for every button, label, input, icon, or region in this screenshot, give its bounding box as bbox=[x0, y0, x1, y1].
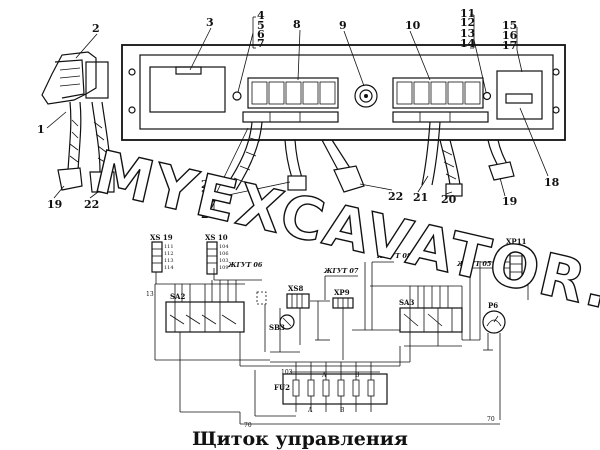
label-harness-08: ЖГУТ 08 bbox=[376, 252, 412, 260]
label-xp9: XP9 bbox=[334, 288, 350, 297]
label-xs19: XS 19 bbox=[150, 233, 173, 242]
label-sa2: SA2 bbox=[170, 292, 185, 301]
callout-17: 17 bbox=[502, 39, 517, 52]
callout-13: 13 bbox=[460, 27, 475, 40]
callout-8: 8 bbox=[293, 18, 301, 31]
svg-text:104: 104 bbox=[219, 244, 229, 250]
svg-text:106: 106 bbox=[219, 251, 229, 257]
wire-103: 103 bbox=[281, 369, 293, 376]
wire-13: 13 bbox=[146, 291, 154, 298]
wire-70-left: 70 bbox=[244, 422, 252, 429]
callout-28: 28 bbox=[201, 208, 217, 221]
svg-text:113: 113 bbox=[164, 258, 174, 264]
label-xs10: XS 10 bbox=[205, 233, 228, 242]
svg-text:114: 114 bbox=[164, 265, 174, 271]
callout-18: 18 bbox=[544, 176, 560, 189]
callout-9: 9 bbox=[339, 19, 347, 32]
panel-cables bbox=[225, 121, 515, 197]
wire-b-top: B bbox=[355, 372, 360, 379]
svg-text:103: 103 bbox=[219, 258, 229, 264]
callout-19-left: 19 bbox=[47, 198, 62, 211]
callout-4: 4 bbox=[257, 9, 265, 22]
label-sb3: SB3 bbox=[269, 323, 285, 332]
callout-26: 26 bbox=[201, 188, 217, 201]
wire-a-top: A bbox=[321, 372, 327, 379]
label-harness-06: ЖГУТ 06 bbox=[227, 261, 263, 269]
callout-19-right: 19 bbox=[502, 195, 517, 208]
callout-1: 1 bbox=[37, 123, 45, 136]
callout-20: 20 bbox=[441, 193, 457, 206]
instrument-panel bbox=[121, 44, 566, 141]
side-switch-assembly bbox=[41, 51, 115, 193]
callout-16: 16 bbox=[502, 29, 518, 42]
svg-text:111: 111 bbox=[164, 244, 174, 250]
callout-21: 21 bbox=[413, 191, 428, 204]
label-xs8: XS8 bbox=[288, 284, 303, 293]
callout-22-right: 22 bbox=[388, 190, 403, 203]
svg-text:109: 109 bbox=[219, 265, 229, 271]
callout-22-left: 22 bbox=[84, 198, 99, 211]
callout-5: 5 bbox=[257, 19, 265, 32]
wire-b-bottom: B bbox=[340, 407, 345, 414]
callout-25: 25 bbox=[201, 178, 216, 191]
label-harness-07: ЖГУТ 07 bbox=[323, 267, 359, 275]
callout-2: 2 bbox=[92, 22, 100, 35]
callout-11: 11 bbox=[460, 7, 475, 20]
label-xp11: XP11 bbox=[506, 237, 527, 246]
callout-3: 3 bbox=[206, 16, 214, 29]
callout-12: 12 bbox=[460, 16, 475, 29]
label-fu2: FU2 bbox=[274, 383, 290, 392]
label-p6: P6 bbox=[488, 301, 498, 310]
callout-27: 27 bbox=[201, 198, 216, 211]
callout-7: 7 bbox=[257, 37, 265, 50]
callout-6: 6 bbox=[257, 28, 265, 41]
callout-10: 10 bbox=[405, 19, 421, 32]
callout-15: 15 bbox=[502, 19, 517, 32]
wire-70-right: 70 bbox=[487, 416, 495, 423]
label-sa3: SA3 bbox=[399, 298, 414, 307]
page-title: Щиток управления bbox=[192, 428, 408, 450]
label-harness-05: ЖГУТ 05 bbox=[456, 260, 492, 268]
svg-text:112: 112 bbox=[164, 251, 174, 257]
wire-a-bottom: A bbox=[307, 407, 313, 414]
callout-14: 14 bbox=[460, 37, 476, 50]
